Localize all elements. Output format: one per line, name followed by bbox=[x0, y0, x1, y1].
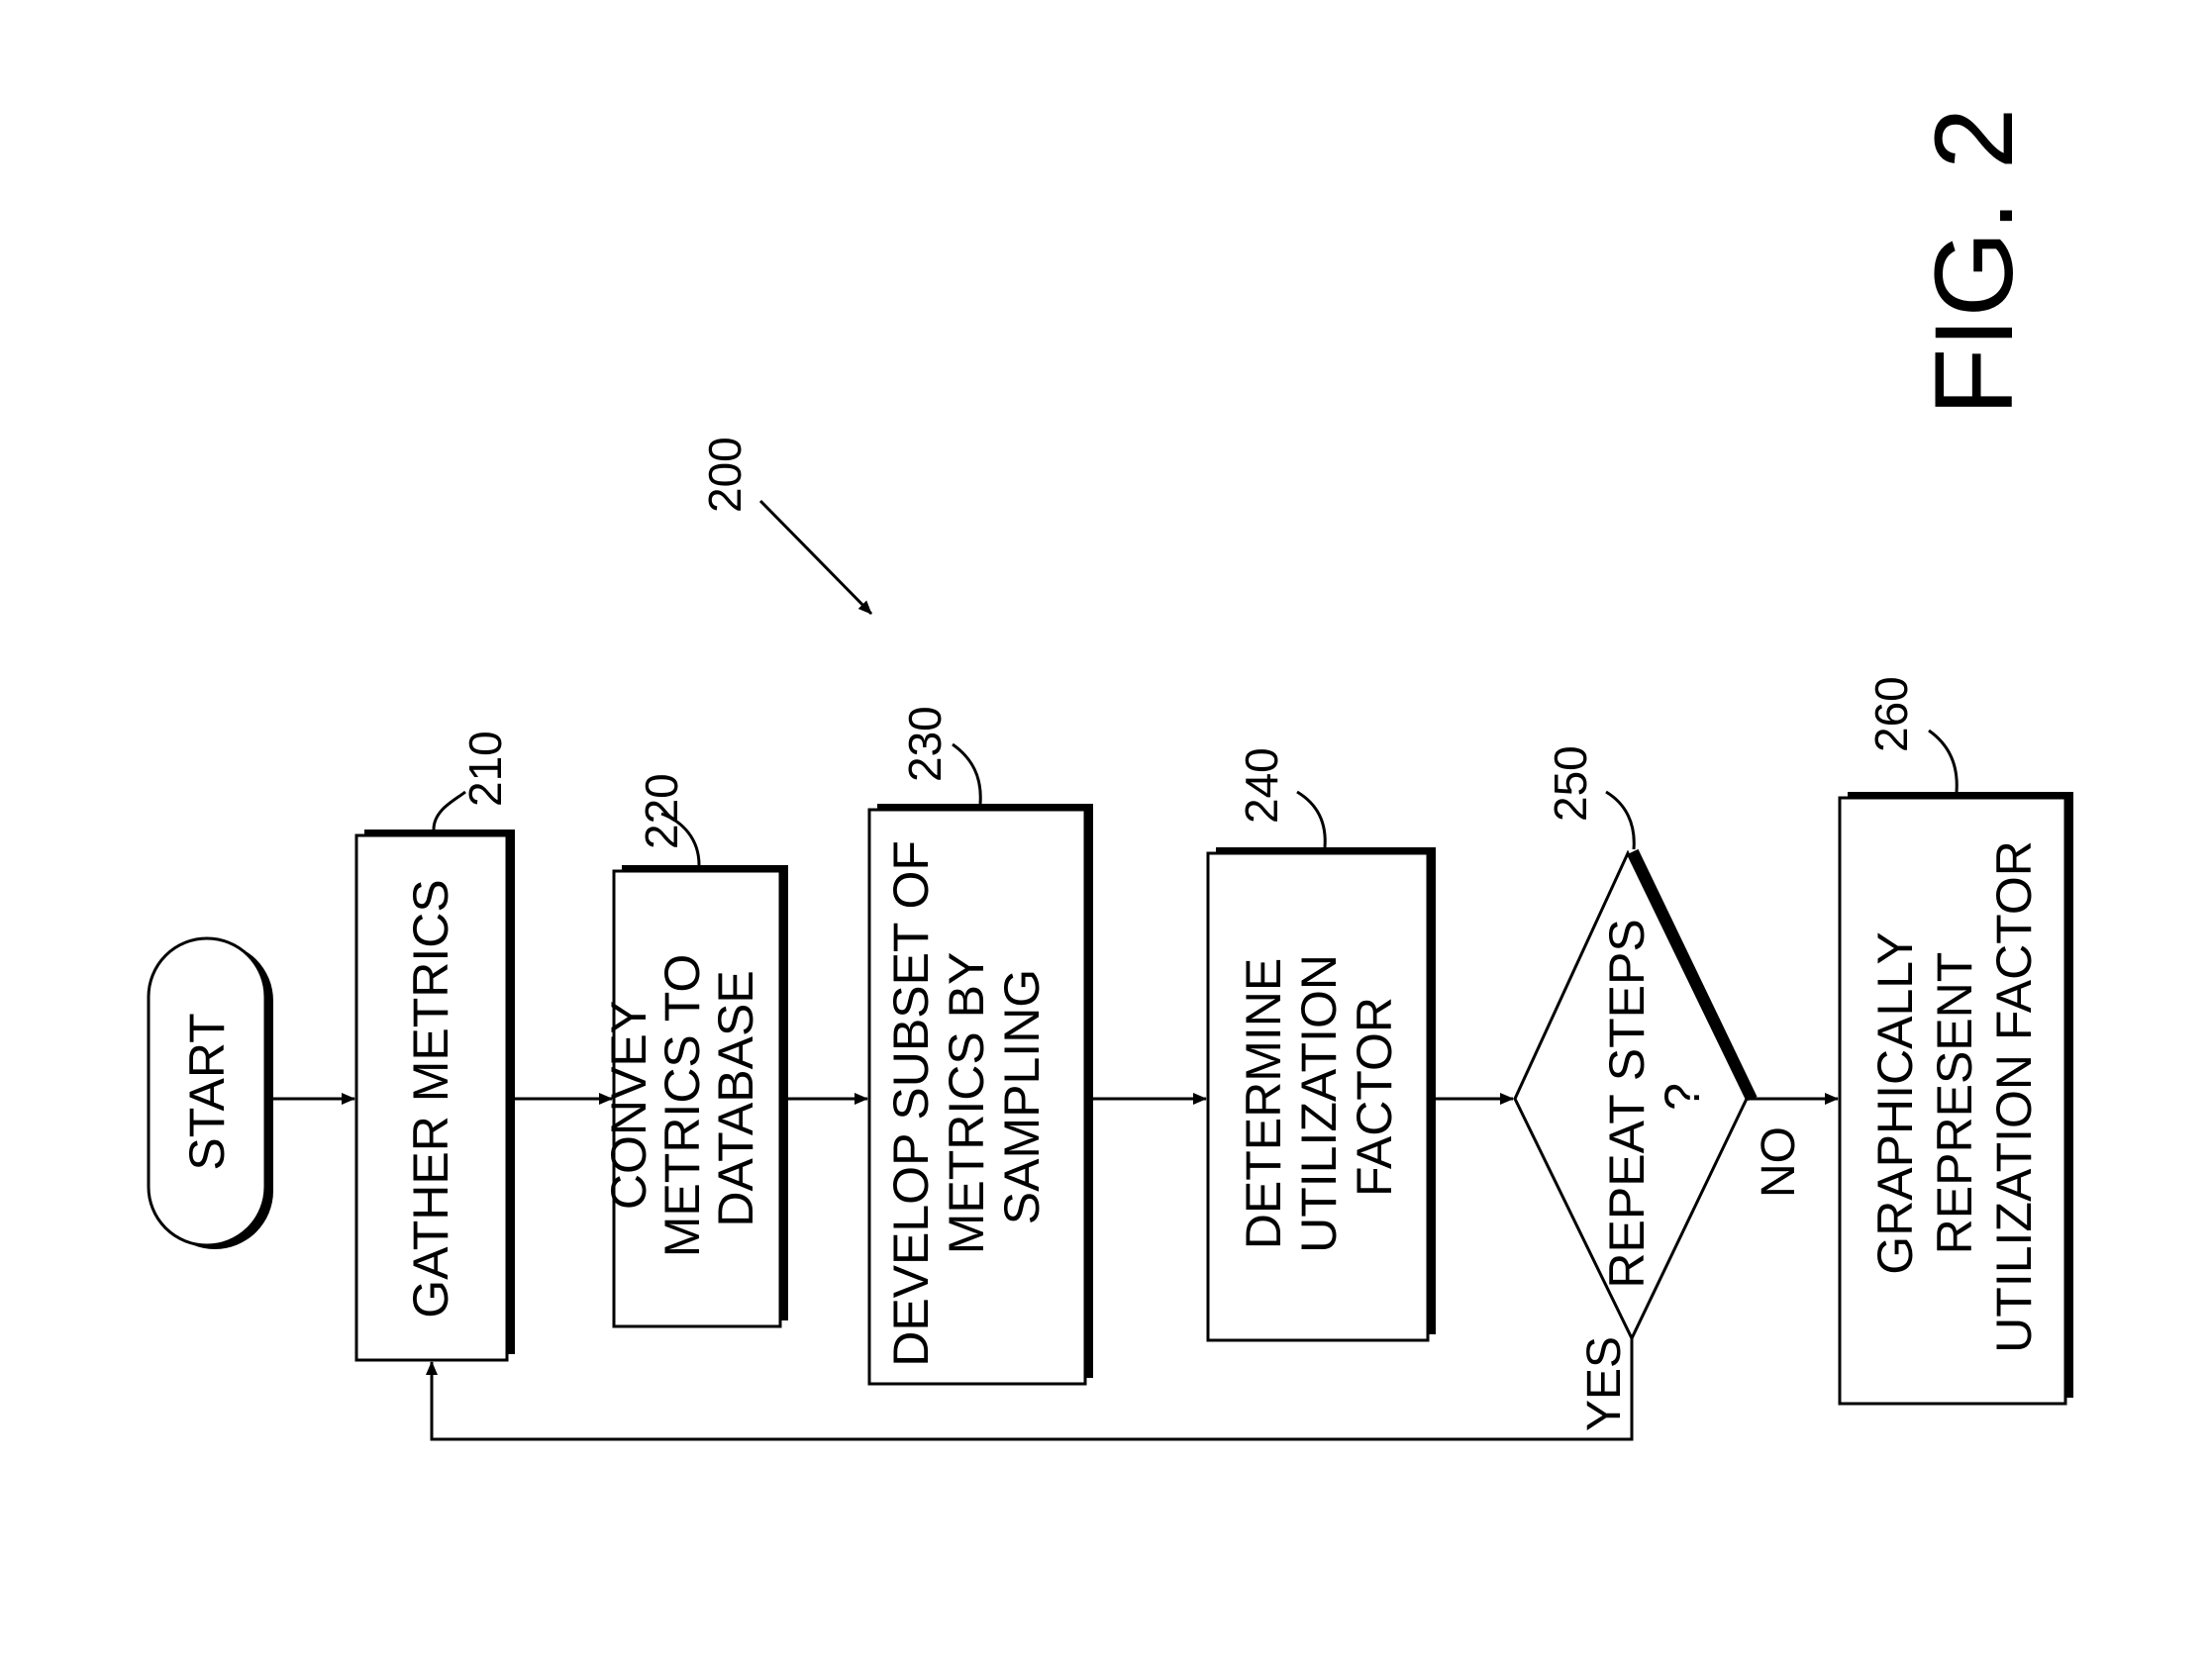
step-graphically-line-2: REPRESENT bbox=[1927, 952, 1982, 1254]
step-convey-line-3: DATABASE bbox=[708, 970, 763, 1226]
decision-repeat-steps: REPEAT STEPS ? bbox=[1515, 851, 1753, 1338]
ref-260-label: 260 bbox=[1865, 676, 1917, 752]
step-convey-line-2: METRICS TO bbox=[654, 954, 710, 1258]
step-graphically-represent: GRAPHICALLY REPRESENT UTILIZATION FACTOR bbox=[1840, 792, 2073, 1404]
figure-label: FIG. 2 bbox=[1912, 108, 2036, 416]
decision-line-2: ? bbox=[1655, 1083, 1710, 1111]
ref-220-label: 220 bbox=[636, 773, 687, 849]
step-gather-metrics-text: GATHER METRICS bbox=[403, 879, 458, 1318]
diagram-ref-200: 200 bbox=[699, 437, 871, 614]
step-develop-subset: DEVELOP SUBSET OF METRICS BY SAMPLING bbox=[869, 804, 1093, 1384]
ref-250-leader: 250 bbox=[1545, 745, 1634, 849]
ref-240-leader: 240 bbox=[1236, 747, 1325, 847]
decision-no-label: NO bbox=[1753, 1126, 1805, 1198]
step-develop-line-3: SAMPLING bbox=[994, 969, 1050, 1224]
step-develop-line-2: METRICS BY bbox=[939, 952, 994, 1254]
start-terminal: START bbox=[149, 938, 273, 1249]
step-determine-line-3: FACTOR bbox=[1347, 997, 1402, 1197]
ref-210-leader: 210 bbox=[434, 731, 511, 830]
step-convey-metrics: CONVEY METRICS TO DATABASE bbox=[601, 865, 788, 1326]
step-determine-line-2: UTILIZATION bbox=[1291, 954, 1347, 1253]
step-gather-metrics: GATHER METRICS bbox=[356, 830, 515, 1360]
step-graphically-line-1: GRAPHICALLY bbox=[1867, 932, 1923, 1275]
ref-220-leader: 220 bbox=[636, 773, 699, 865]
ref-230-leader: 230 bbox=[899, 706, 980, 804]
ref-210-label: 210 bbox=[459, 731, 511, 807]
step-develop-line-1: DEVELOP SUBSET OF bbox=[883, 840, 939, 1367]
diagram-ref-label: 200 bbox=[699, 437, 751, 513]
step-determine-utilization: DETERMINE UTILIZATION FACTOR bbox=[1208, 847, 1436, 1340]
diagram-ref-arrow bbox=[760, 501, 871, 614]
decision-yes-label: YES bbox=[1578, 1336, 1631, 1431]
step-determine-line-1: DETERMINE bbox=[1236, 958, 1291, 1249]
start-label: START bbox=[179, 1013, 235, 1170]
ref-260-leader: 260 bbox=[1865, 676, 1957, 792]
ref-240-label: 240 bbox=[1236, 747, 1287, 824]
step-graphically-line-3: UTILIZATION FACTOR bbox=[1986, 840, 2042, 1353]
ref-230-label: 230 bbox=[899, 706, 951, 782]
step-convey-line-1: CONVEY bbox=[601, 1001, 656, 1210]
ref-250-label: 250 bbox=[1545, 745, 1596, 822]
decision-line-1: REPEAT STEPS bbox=[1599, 919, 1655, 1288]
